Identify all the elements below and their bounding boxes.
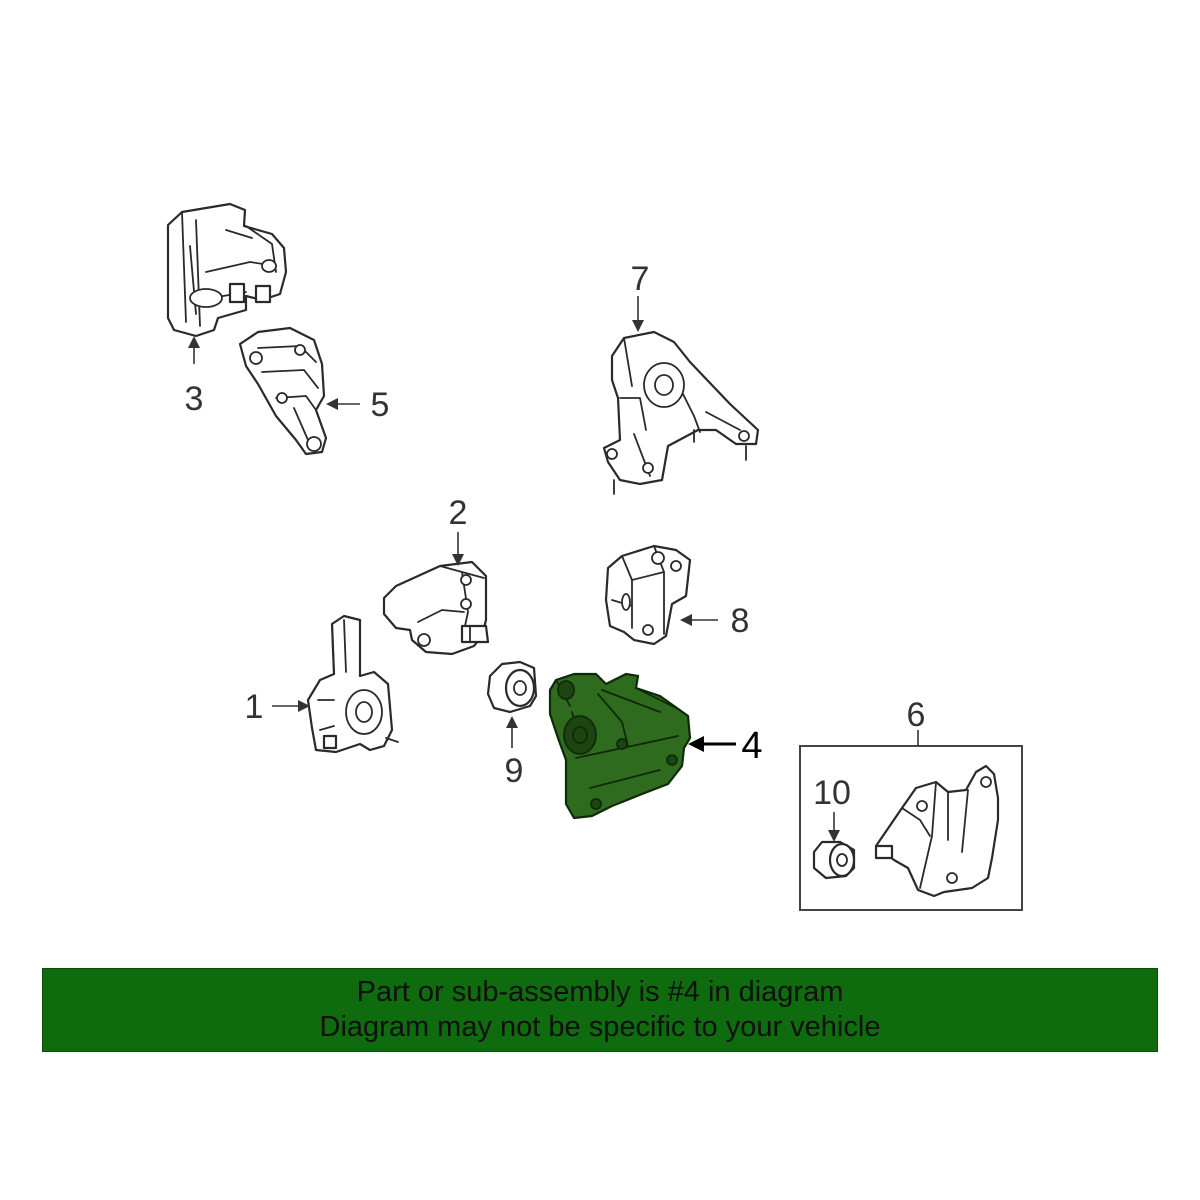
callout-9: 9 xyxy=(505,752,524,790)
callout-labels: 3 5 7 2 8 1 9 4 6 10 xyxy=(185,260,926,812)
banner-line-1: Part or sub-assembly is #4 in diagram xyxy=(356,976,844,1008)
callout-7: 7 xyxy=(631,260,650,298)
part-3-engine-mount[interactable] xyxy=(166,202,288,338)
part-7-engine-mount[interactable] xyxy=(602,330,760,495)
part-6-inset[interactable] xyxy=(799,745,1023,911)
part-9-bushing[interactable] xyxy=(486,660,538,714)
callout-1: 1 xyxy=(245,688,264,726)
callout-3: 3 xyxy=(185,380,204,418)
part-4-transmission-mount[interactable] xyxy=(548,672,692,820)
part-2-bracket[interactable] xyxy=(382,560,490,656)
part-10-bushing[interactable] xyxy=(812,840,856,880)
banner-line-2: Diagram may not be specific to your vehi… xyxy=(319,1011,881,1043)
part-1-mount[interactable] xyxy=(306,614,399,754)
callout-5: 5 xyxy=(371,386,390,424)
part-8-bracket[interactable] xyxy=(604,544,692,646)
callout-4: 4 xyxy=(741,725,762,767)
callout-2: 2 xyxy=(449,494,468,532)
callout-6: 6 xyxy=(907,696,926,734)
leader-lines xyxy=(188,296,919,842)
part-5-bracket[interactable] xyxy=(238,326,328,456)
callout-8: 8 xyxy=(731,602,750,640)
info-banner: Part or sub-assembly is #4 in diagram Di… xyxy=(42,968,1158,1052)
callout-10: 10 xyxy=(813,774,851,812)
